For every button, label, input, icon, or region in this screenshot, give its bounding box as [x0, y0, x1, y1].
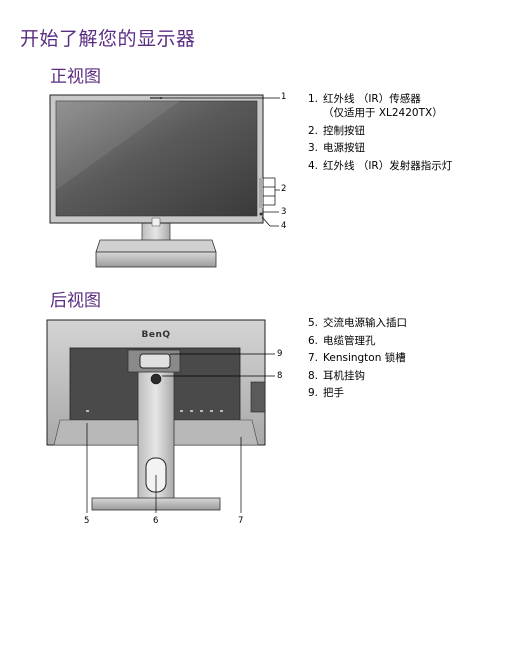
- front-view-heading: 正视图: [50, 67, 101, 87]
- callout-8: 8: [277, 371, 283, 381]
- callout-5: 5: [84, 516, 90, 526]
- callout-2: 2: [281, 184, 287, 194]
- list-item: 5.交流电源输入插口: [308, 317, 407, 329]
- brand-logo: BenQ: [141, 330, 170, 340]
- callout-3: 3: [281, 207, 287, 217]
- list-item: 6.电缆管理孔: [308, 334, 376, 347]
- back-legend-list: 5.交流电源输入插口 6.电缆管理孔 7.Kensington 锁槽 8.耳机挂…: [308, 316, 407, 404]
- front-legend-list: 1.红外线 （IR）传感器 （仅适用于 XL2420TX） 2.控制按钮 3.电…: [308, 92, 452, 176]
- list-item: 2.控制按钮: [308, 124, 365, 137]
- back-monitor: [46, 319, 266, 511]
- page-title: 开始了解您的显示器: [20, 28, 196, 50]
- callout-9: 9: [277, 349, 283, 359]
- callout-4: 4: [281, 221, 287, 231]
- callout-6: 6: [153, 516, 159, 526]
- back-view-heading: 后视图: [50, 291, 101, 311]
- list-item: 7.Kensington 锁槽: [308, 352, 406, 364]
- list-item: 4.红外线 （IR）发射器指示灯: [308, 159, 453, 172]
- callout-1: 1: [281, 92, 287, 102]
- list-item: 1.红外线 （IR）传感器 （仅适用于 XL2420TX）: [308, 93, 443, 119]
- list-item: 3.电源按钮: [308, 142, 365, 154]
- list-item: 9.把手: [308, 387, 344, 399]
- callout-7: 7: [238, 516, 244, 526]
- front-monitor: [49, 94, 264, 268]
- list-item: 8.耳机挂钩: [308, 369, 365, 382]
